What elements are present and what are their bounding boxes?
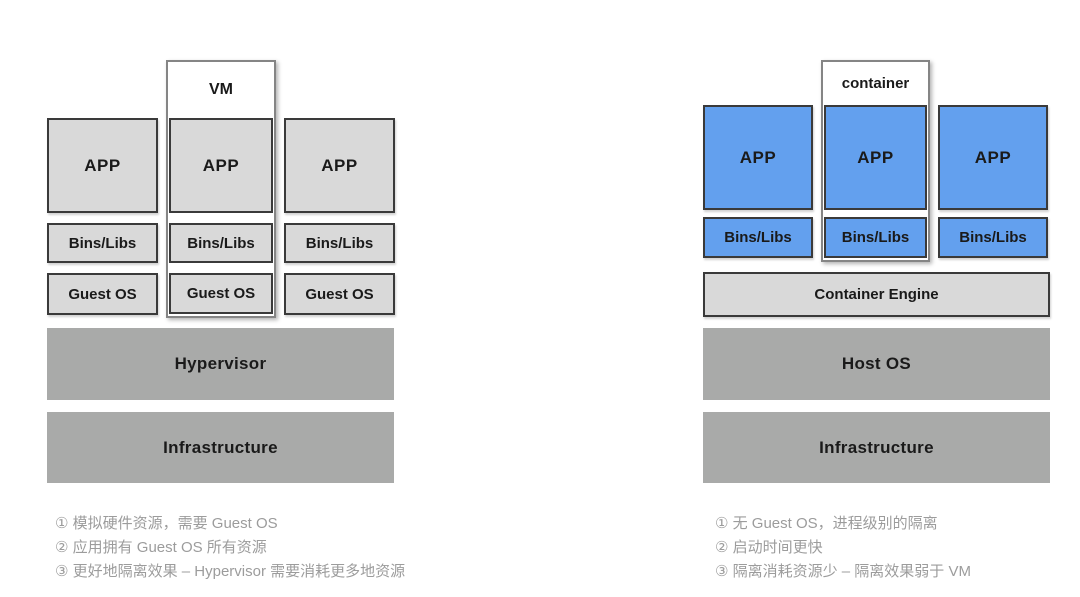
app-box: APP [169,118,273,213]
infrastructure-bar: Infrastructure [47,412,394,483]
note-line: ③ 更好地隔离效果 – Hypervisor 需要消耗更多地资源 [55,563,406,580]
bins-libs-box: Bins/Libs [284,223,395,263]
bins-libs-box: Bins/Libs [169,223,273,263]
hypervisor-bar: Hypervisor [47,328,394,400]
vm-column-right: APP Bins/Libs Guest OS [284,118,395,315]
infrastructure-bar: Infrastructure [703,412,1050,483]
note-line: ② 启动时间更快 [715,539,823,556]
container-label: container [841,74,910,92]
bins-libs-box: Bins/Libs [703,217,813,258]
guest-os-box: Guest OS [284,273,395,315]
vm-notes: ① 模拟硬件资源，需要 Guest OS ② 应用拥有 Guest OS 所有资… [55,512,405,584]
bins-libs-box: Bins/Libs [824,217,927,258]
bins-libs-box: Bins/Libs [47,223,158,263]
app-box: APP [284,118,395,213]
vm-wrapper: VM APP Bins/Libs Guest OS [166,60,276,318]
container-wrapper: container APP Bins/Libs [821,60,930,262]
note-line: ① 模拟硬件资源，需要 Guest OS [55,515,278,532]
container-notes: ① 无 Guest OS，进程级别的隔离 ② 启动时间更快 ③ 隔离消耗资源少 … [715,512,971,584]
container-engine-bar: Container Engine [703,272,1050,317]
app-box: APP [938,105,1048,210]
vm-label: VM [209,80,233,98]
guest-os-box: Guest OS [47,273,158,315]
note-line: ① 无 Guest OS，进程级别的隔离 [715,515,938,532]
note-line: ② 应用拥有 Guest OS 所有资源 [55,539,267,556]
container-column-right: APP Bins/Libs [938,105,1048,258]
bins-libs-box: Bins/Libs [938,217,1048,258]
app-box: APP [703,105,813,210]
app-box: APP [47,118,158,213]
app-box: APP [824,105,927,210]
container-column-left: APP Bins/Libs [703,105,813,258]
host-os-bar: Host OS [703,328,1050,400]
note-line: ③ 隔离消耗资源少 – 隔离效果弱于 VM [715,563,971,580]
guest-os-box: Guest OS [169,273,273,314]
vm-column-left: APP Bins/Libs Guest OS [47,118,158,315]
